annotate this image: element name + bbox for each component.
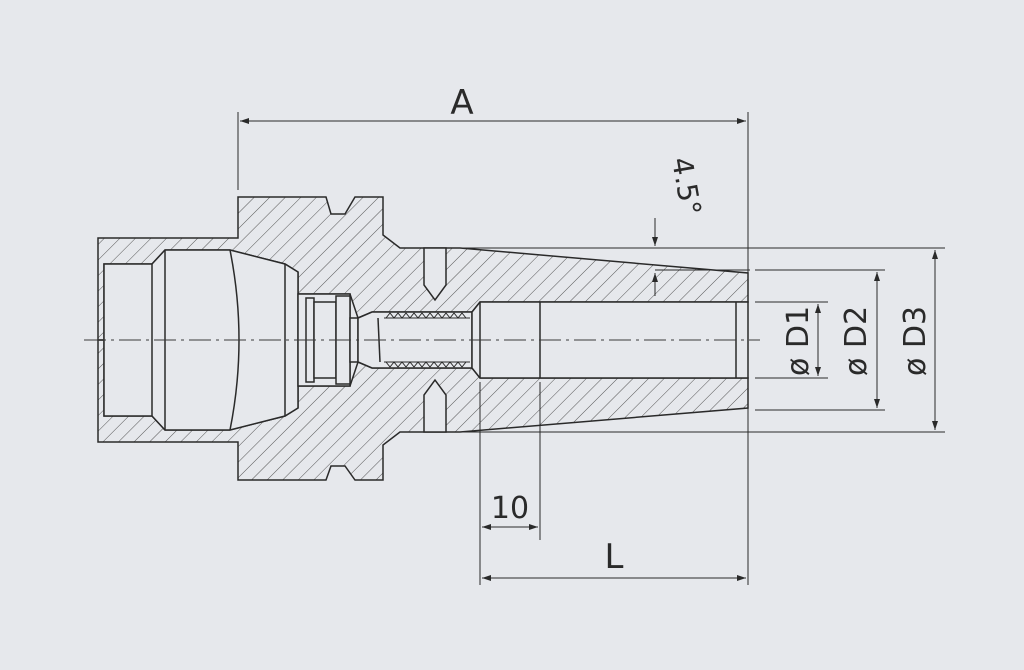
dimension-lines <box>240 118 938 581</box>
radial-holes <box>423 247 447 433</box>
dimension-l-label: L <box>605 537 624 577</box>
angle-label: 4.5° <box>665 155 708 218</box>
diameter-d1-label: ø D1 <box>781 306 816 376</box>
dimension-ten-label: 10 <box>491 491 529 526</box>
extension-lines <box>237 112 945 585</box>
thread <box>384 312 470 368</box>
diameter-d3-label: ø D3 <box>898 306 933 376</box>
diameter-d2-label: ø D2 <box>839 306 874 376</box>
dimension-a-label: A <box>450 83 473 123</box>
